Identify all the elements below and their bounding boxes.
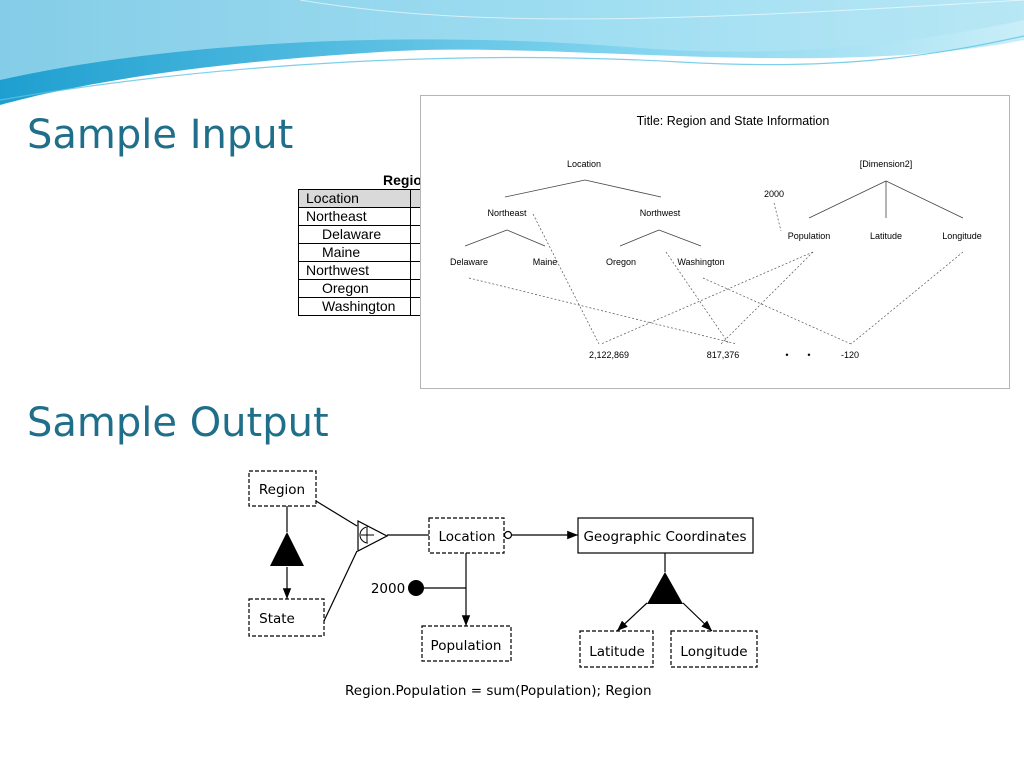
box-latitude [579,630,654,668]
node-longitude: Longitude [942,231,982,241]
node-washington: Washington [677,257,724,267]
black-triangle-icon [647,572,683,604]
value-minus-120: -120 [841,350,859,360]
label-latitude: Latitude [589,644,645,660]
heading-sample-input: Sample Input [27,112,294,158]
input-figure-title: Title: Region and State Information [637,114,830,128]
sum-operator-icon [359,526,374,544]
output-figure: Region State Location Geographic Coordin… [247,466,759,710]
label-geographic-coordinates: Geographic Coordinates [583,529,746,545]
label-population: Population [431,638,502,654]
label-state: State [259,611,295,627]
node-oregon: Oregon [606,257,636,267]
table-cell: Location [298,189,411,208]
ellipsis-dot: • [807,350,810,360]
node-northwest: Northwest [640,208,681,218]
black-dot-icon [408,580,424,596]
value-817376: 817,376 [707,350,740,360]
value-2122869: 2,122,869 [589,350,629,360]
label-longitude: Longitude [680,644,747,660]
node-location: Location [567,159,601,169]
node-northeast: Northeast [487,208,527,218]
node-population: Population [788,231,831,241]
label-year: 2000 [371,581,405,597]
label-region: Region [259,482,305,498]
box-region [248,470,317,507]
table-cell: Washington [322,298,396,314]
ellipsis-dot: • [785,350,788,360]
node-year: 2000 [764,189,784,199]
table-cell: Oregon [322,280,369,296]
node-dimension2: [Dimension2] [860,159,913,169]
node-delaware: Delaware [450,257,488,267]
heading-sample-output: Sample Output [27,400,329,446]
table-cell: Northwest [298,261,411,280]
input-figure: Title: Region and State Information Loca… [420,95,1010,389]
table-cell: Maine [322,244,361,260]
table-cell: Delaware [322,226,382,242]
table-cell: Northeast [298,207,411,226]
label-location: Location [438,529,495,545]
header-wave-decoration [0,0,1024,109]
input-diagram: Title: Region and State Information Loca… [450,114,982,360]
output-diagram: Region State Location Geographic Coordin… [248,470,758,699]
input-table-title: Regio [383,172,422,188]
formula-caption: Region.Population = sum(Population); Reg… [345,683,652,699]
node-maine: Maine [533,257,558,267]
box-longitude [670,630,758,668]
black-triangle-icon [270,532,304,566]
node-latitude: Latitude [870,231,902,241]
